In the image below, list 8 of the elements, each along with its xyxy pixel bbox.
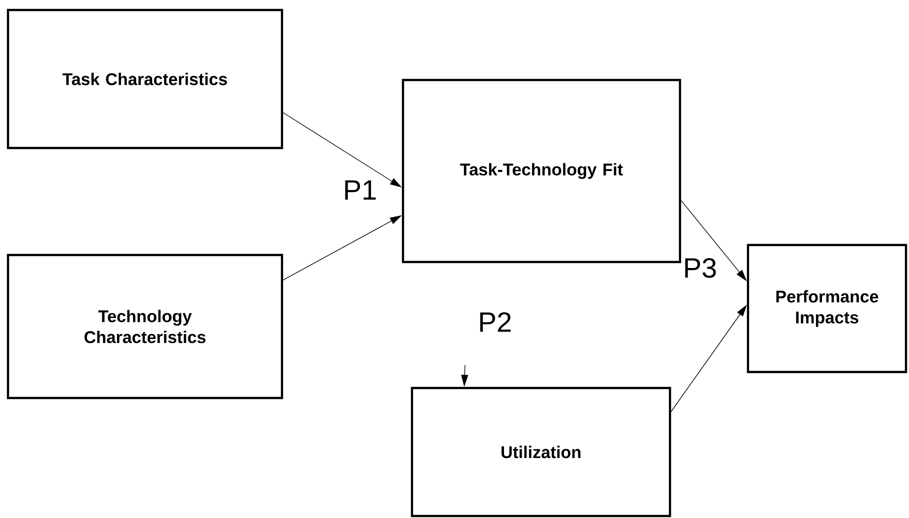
proposition-label: P3 — [685, 258, 716, 278]
box: Task Characteristics — [6, 8, 284, 150]
box: Performance Impacts — [746, 244, 908, 374]
proposition-label: P2 — [480, 312, 511, 332]
box: Technology Characteristics — [6, 254, 284, 400]
box: Task-Technology Fit — [402, 78, 682, 264]
proposition-label: P1 — [345, 180, 376, 200]
box: Utilization — [410, 386, 672, 518]
